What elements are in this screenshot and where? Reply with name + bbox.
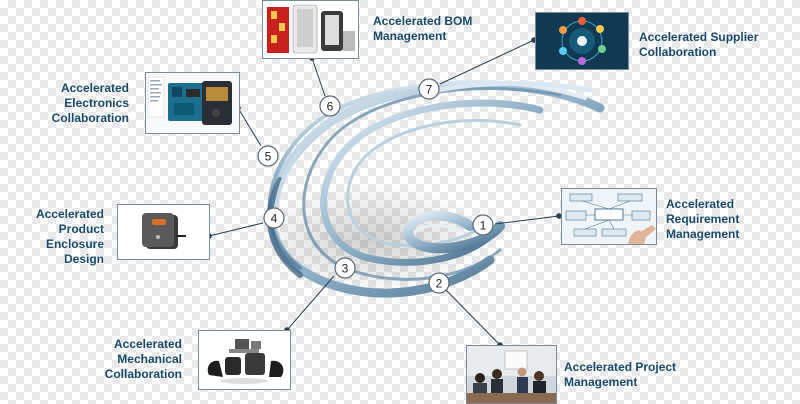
label-mechanical-collaboration: Accelerated Mechanical Collaboration bbox=[104, 337, 182, 381]
connector-line-4 bbox=[208, 222, 264, 237]
connector-line-6 bbox=[311, 57, 326, 97]
step-marker-6: 6 bbox=[319, 95, 341, 117]
label-product-enclosure-design: Accelerated Product Enclosure Design bbox=[35, 207, 104, 266]
connector-line-7 bbox=[439, 39, 535, 85]
bom-management-image bbox=[262, 0, 359, 59]
label-requirement-management: Accelerated Requirement Management bbox=[666, 197, 740, 241]
svg-text:1: 1 bbox=[480, 219, 487, 233]
supplier-collaboration-image bbox=[535, 12, 629, 70]
enclosure-design-image bbox=[117, 204, 210, 260]
electronics-collaboration-image bbox=[145, 72, 240, 134]
step-marker-4: 4 bbox=[263, 207, 285, 229]
connector-line-3 bbox=[286, 275, 335, 331]
svg-text:7: 7 bbox=[426, 83, 433, 97]
label-electronics-collaboration: Accelerated Electronics Collaboration bbox=[51, 81, 129, 125]
step-marker-3: 3 bbox=[334, 257, 356, 279]
connector-line-1 bbox=[494, 215, 560, 225]
label-supplier-collaboration: Accelerated Supplier Collaboration bbox=[639, 30, 759, 59]
connector-line-5 bbox=[237, 107, 262, 147]
step-marker-5: 5 bbox=[257, 145, 279, 167]
step-marker-7: 7 bbox=[418, 78, 440, 100]
svg-text:2: 2 bbox=[436, 277, 443, 291]
connector-line-2 bbox=[445, 289, 501, 346]
requirement-management-image bbox=[561, 188, 657, 245]
project-management-image bbox=[466, 345, 557, 404]
step-marker-2: 2 bbox=[428, 272, 450, 294]
svg-text:6: 6 bbox=[327, 100, 334, 114]
svg-text:5: 5 bbox=[265, 150, 272, 164]
step-marker-1: 1 bbox=[472, 214, 494, 236]
label-project-management: Accelerated Project Management bbox=[564, 360, 677, 389]
mechanical-collaboration-image bbox=[198, 330, 291, 390]
svg-text:3: 3 bbox=[342, 262, 349, 276]
svg-text:4: 4 bbox=[271, 212, 278, 226]
label-bom-management: Accelerated BOM Management bbox=[373, 14, 473, 43]
